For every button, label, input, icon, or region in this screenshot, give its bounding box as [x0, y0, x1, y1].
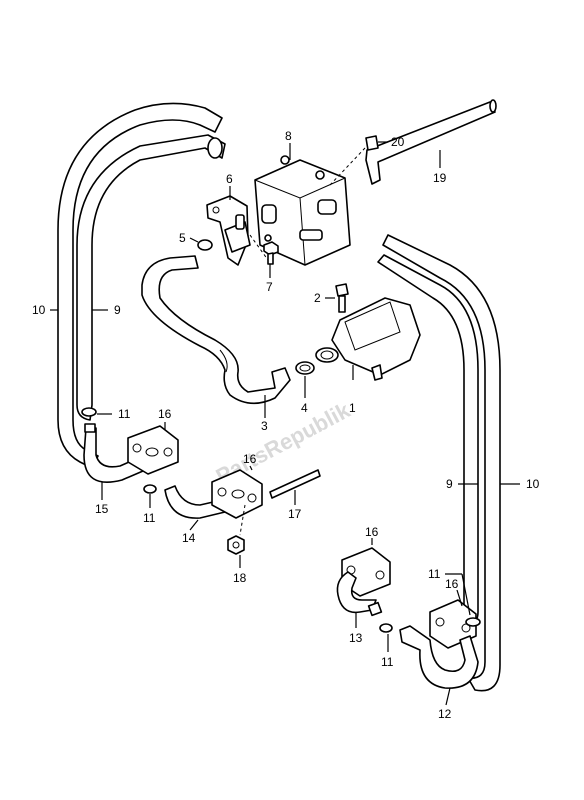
clamp-5[interactable] — [197, 239, 213, 251]
callout-4: 4 — [301, 401, 308, 415]
callout-13: 13 — [349, 631, 363, 645]
leader-lines — [50, 141, 520, 706]
pipe-12[interactable] — [399, 625, 479, 689]
callout-12: 12 — [438, 707, 452, 721]
valve-body-6[interactable] — [206, 195, 251, 266]
hose-10-left[interactable] — [57, 102, 223, 469]
callout-16-a: 16 — [158, 407, 172, 421]
clip-20[interactable] — [365, 135, 379, 151]
bolt-2[interactable] — [335, 283, 349, 313]
stud-17[interactable] — [269, 469, 321, 499]
callout-9-left: 9 — [114, 303, 121, 317]
hose-10-right[interactable] — [382, 234, 501, 692]
reed-valve-1[interactable] — [315, 297, 421, 381]
clamp-4[interactable] — [295, 361, 315, 375]
callout-9-right: 9 — [446, 477, 453, 491]
hose-19[interactable] — [365, 99, 497, 185]
callout-16-c: 16 — [365, 525, 379, 539]
pipe-13[interactable] — [336, 571, 383, 617]
callout-10-right: 10 — [526, 477, 540, 491]
clamp-11-b[interactable] — [143, 484, 157, 494]
callout-11-a: 11 — [118, 407, 131, 421]
hose-3[interactable] — [141, 255, 291, 405]
clamp-11-d[interactable] — [465, 617, 481, 627]
callout-20: 20 — [391, 135, 405, 149]
air-valve-8[interactable] — [254, 155, 351, 266]
callout-8: 8 — [285, 129, 292, 143]
callout-6: 6 — [226, 172, 233, 186]
callout-15: 15 — [95, 502, 109, 516]
clamp-11-c[interactable] — [379, 623, 393, 633]
bolt-7[interactable] — [263, 241, 279, 265]
callout-16-d: 16 — [445, 577, 459, 591]
callout-18: 18 — [233, 571, 247, 585]
callout-5: 5 — [179, 231, 186, 245]
nut-18[interactable] — [227, 535, 245, 555]
hose-9-left[interactable] — [76, 134, 226, 421]
callout-10-left: 10 — [32, 303, 46, 317]
callouts: 10 9 11 15 16 11 14 16 17 18 16 13 11 12… — [32, 129, 540, 721]
callout-3: 3 — [261, 419, 268, 433]
callout-7: 7 — [266, 280, 273, 294]
clamp-11-a[interactable] — [81, 407, 97, 417]
flange-16-a[interactable] — [127, 425, 179, 475]
callout-2: 2 — [314, 291, 321, 305]
callout-11-d: 11 — [428, 567, 441, 581]
callout-17: 17 — [288, 507, 302, 521]
callout-1: 1 — [349, 401, 356, 415]
callout-14: 14 — [182, 531, 196, 545]
callout-11-b: 11 — [143, 511, 156, 525]
callout-19: 19 — [433, 171, 447, 185]
flange-16-b[interactable] — [211, 469, 263, 519]
callout-11-c: 11 — [381, 655, 394, 669]
callout-16-b: 16 — [243, 452, 257, 466]
